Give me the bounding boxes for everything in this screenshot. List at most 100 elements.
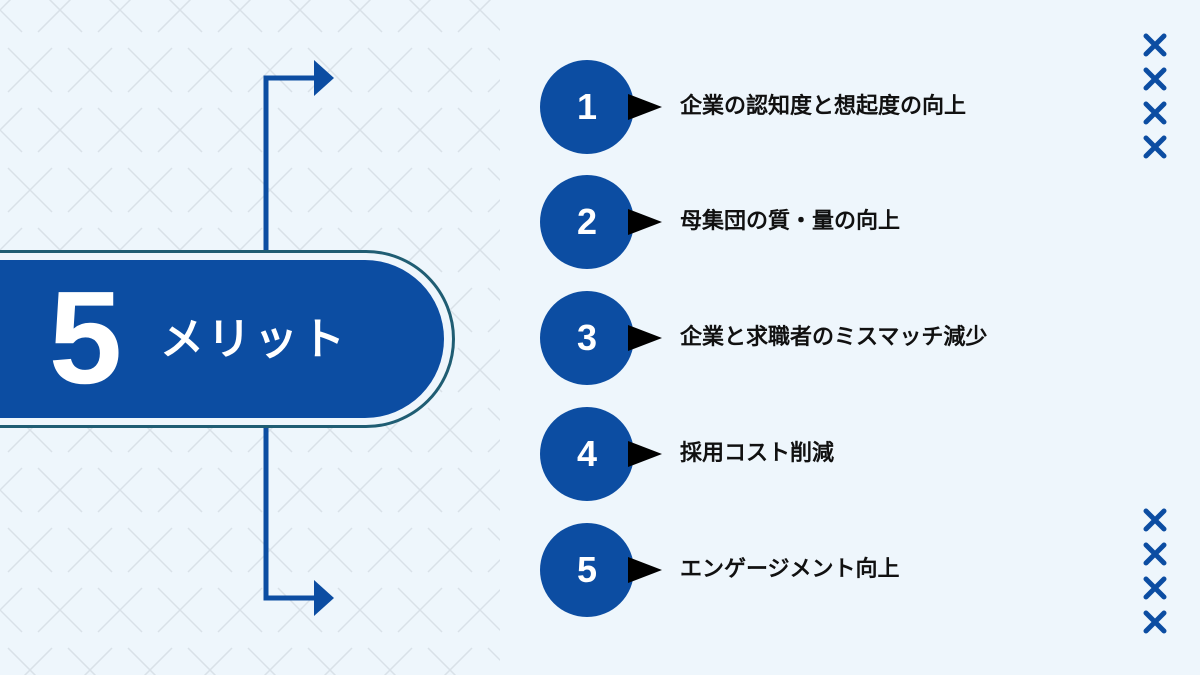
pattern-x-mark bbox=[7, 527, 53, 573]
pattern-x-mark bbox=[7, 47, 53, 93]
pattern-x-mark bbox=[427, 47, 473, 93]
pointer-triangle-icon bbox=[628, 441, 662, 467]
pattern-x-mark bbox=[67, 47, 113, 93]
pattern-x-mark bbox=[367, 527, 413, 573]
pattern-x-mark bbox=[127, 47, 173, 93]
pattern-x-mark bbox=[0, 587, 23, 633]
pattern-x-mark bbox=[247, 527, 293, 573]
pattern-x-mark bbox=[427, 647, 473, 675]
pattern-x-mark bbox=[337, 107, 383, 153]
pattern-x-mark bbox=[247, 47, 293, 93]
item-number: 3 bbox=[576, 317, 598, 358]
pattern-x-mark bbox=[67, 527, 113, 573]
pattern-x-mark bbox=[487, 527, 500, 573]
item-label: 母集団の質・量の向上 bbox=[680, 209, 901, 234]
pattern-x-mark bbox=[157, 587, 203, 633]
pattern-x-mark bbox=[367, 167, 413, 213]
pattern-x-mark bbox=[157, 107, 203, 153]
pattern-x-mark bbox=[187, 647, 233, 675]
pattern-x-mark bbox=[367, 47, 413, 93]
x-marks-top bbox=[1140, 30, 1170, 160]
pattern-x-mark bbox=[217, 0, 263, 33]
number-badge bbox=[540, 291, 634, 385]
pattern-x-mark bbox=[127, 527, 173, 573]
pattern-x-mark bbox=[37, 107, 83, 153]
heading-pill bbox=[0, 250, 455, 428]
pattern-x-mark bbox=[7, 167, 53, 213]
pattern-x-mark bbox=[7, 647, 53, 675]
pattern-x-mark bbox=[487, 647, 500, 662]
pattern-x-mark bbox=[37, 0, 83, 33]
pattern-x-mark bbox=[0, 0, 23, 33]
x-marks-bottom bbox=[1140, 505, 1170, 635]
pattern-x-mark bbox=[397, 0, 443, 33]
pattern-x-mark bbox=[337, 587, 383, 633]
item-label: 採用コスト削減 bbox=[680, 441, 835, 466]
pattern-x-mark bbox=[217, 107, 263, 153]
x-mark-icon bbox=[1143, 508, 1167, 634]
pattern-x-mark bbox=[37, 467, 83, 513]
pattern-x-mark bbox=[307, 647, 353, 675]
pattern-x-mark bbox=[457, 107, 500, 153]
pattern-x-mark bbox=[277, 0, 323, 33]
pattern-x-mark bbox=[67, 167, 113, 213]
pattern-x-mark bbox=[337, 467, 383, 513]
x-mark-icon bbox=[1143, 33, 1167, 159]
pattern-x-mark bbox=[487, 287, 500, 333]
pattern-x-mark bbox=[187, 47, 233, 93]
item-label: 企業の認知度と想起度の向上 bbox=[680, 94, 967, 119]
number-badge bbox=[540, 175, 634, 269]
pattern-x-mark bbox=[487, 407, 500, 453]
pattern-x-mark bbox=[0, 467, 23, 513]
pointer-triangle-icon bbox=[628, 94, 662, 120]
pattern-x-mark bbox=[247, 167, 293, 213]
pointer-triangle-icon bbox=[628, 557, 662, 583]
pattern-x-mark bbox=[397, 587, 443, 633]
pattern-x-mark bbox=[67, 647, 113, 675]
number-badge bbox=[540, 407, 634, 501]
pattern-x-mark bbox=[307, 527, 353, 573]
pattern-x-mark bbox=[457, 467, 500, 513]
item-number: 2 bbox=[576, 201, 598, 242]
pattern-x-mark bbox=[247, 647, 293, 675]
list-item-4: 4 採用コスト削減 bbox=[540, 407, 1100, 501]
pattern-x-mark bbox=[127, 647, 173, 675]
top-arrow bbox=[263, 60, 334, 250]
list-item-3: 3 企業と求職者のミスマッチ減少 bbox=[540, 291, 1100, 385]
pattern-x-mark bbox=[307, 167, 353, 213]
pattern-x-mark bbox=[487, 47, 500, 93]
item-number: 1 bbox=[576, 86, 598, 127]
pattern-x-mark bbox=[97, 587, 143, 633]
pattern-x-mark bbox=[97, 107, 143, 153]
pointer-triangle-icon bbox=[628, 209, 662, 235]
heading-number: 5 bbox=[48, 264, 123, 411]
pattern-x-mark bbox=[457, 227, 500, 273]
pattern-x-mark bbox=[397, 467, 443, 513]
list-item-2: 2 母集団の質・量の向上 bbox=[540, 175, 1100, 269]
pattern-x-mark bbox=[277, 107, 323, 153]
pattern-x-mark bbox=[217, 467, 263, 513]
pattern-x-mark bbox=[187, 527, 233, 573]
pattern-x-mark bbox=[457, 587, 500, 633]
pattern-x-mark bbox=[127, 167, 173, 213]
item-label: 企業と求職者のミスマッチ減少 bbox=[680, 325, 988, 350]
item-number: 5 bbox=[576, 549, 598, 590]
heading-pill-fill bbox=[0, 260, 444, 418]
number-badge bbox=[540, 523, 634, 617]
item-number: 4 bbox=[576, 433, 598, 474]
heading-label: メリット bbox=[160, 314, 348, 365]
pattern-x-mark bbox=[367, 647, 413, 675]
pointer-triangle-icon bbox=[628, 325, 662, 351]
pattern-x-mark bbox=[187, 167, 233, 213]
pattern-x-mark bbox=[427, 167, 473, 213]
pattern-x-mark bbox=[277, 467, 323, 513]
pattern-x-mark bbox=[427, 407, 473, 453]
pattern-x-mark bbox=[487, 167, 500, 213]
pattern-x-mark bbox=[97, 467, 143, 513]
list-item-1: 1 企業の認知度と想起度の向上 bbox=[540, 60, 1100, 154]
pattern-x-mark bbox=[457, 0, 500, 33]
pattern-x-mark bbox=[457, 347, 500, 393]
item-label: エンゲージメント向上 bbox=[680, 557, 900, 582]
bracket-connector bbox=[263, 60, 334, 616]
pattern-x-mark bbox=[337, 0, 383, 33]
